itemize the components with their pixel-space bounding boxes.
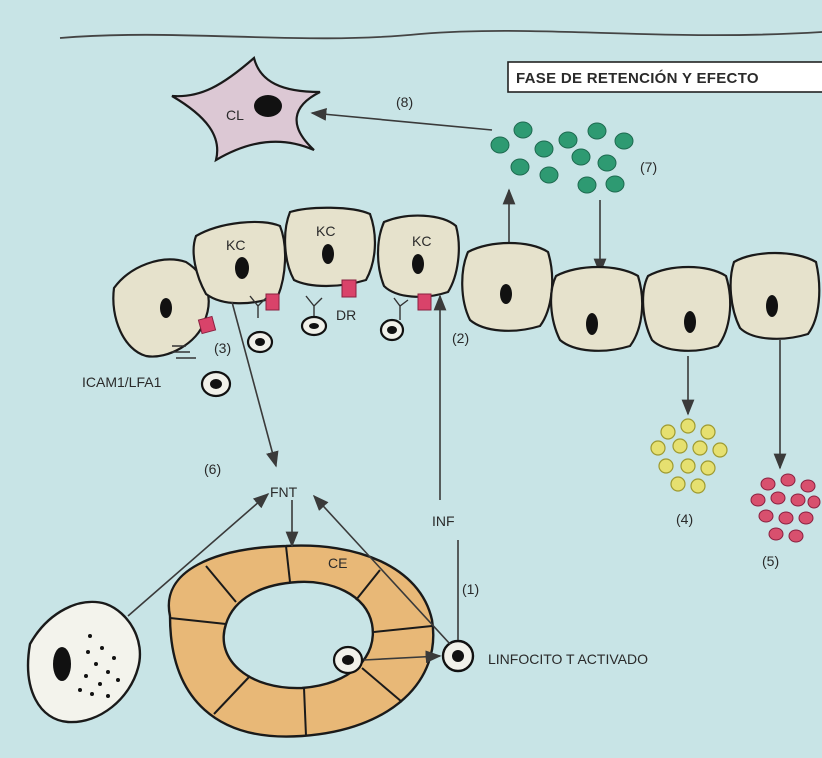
phase-title-box: FASE DE RETENCIÓN Y EFECTO <box>508 62 822 92</box>
dr-label: DR <box>336 307 356 323</box>
step-4-label: (4) <box>676 511 693 527</box>
keratinocyte <box>731 253 820 339</box>
kc-label: KC <box>226 237 245 253</box>
step-1-label: (1) <box>462 581 479 597</box>
kc-label: KC <box>316 223 335 239</box>
icam-label: ICAM1/LFA1 <box>82 374 162 390</box>
keratinocyte-kc: KC <box>194 222 285 303</box>
fnt-label: FNT <box>270 484 298 500</box>
cl-label: CL <box>226 107 244 123</box>
activated-t-lymphocyte <box>443 641 473 671</box>
cl-nucleus <box>254 95 282 117</box>
step-2-label: (2) <box>452 330 469 346</box>
inf-label: INF <box>432 513 455 529</box>
step-7-label: (7) <box>640 159 657 175</box>
step-8-label: (8) <box>396 94 413 110</box>
lumen-lymphocyte-nucleus <box>342 655 354 665</box>
keratinocyte <box>462 243 552 331</box>
ce-label: CE <box>328 555 347 571</box>
keratinocyte <box>643 267 730 351</box>
kc-label: KC <box>412 233 431 249</box>
keratinocyte-kc: KC <box>285 208 375 286</box>
phase-title: FASE DE RETENCIÓN Y EFECTO <box>516 69 759 87</box>
step-6-label: (6) <box>204 461 221 477</box>
step-3-label: (3) <box>214 340 231 356</box>
lymphocyte-label: LINFOCITO T ACTIVADO <box>488 651 648 667</box>
keratinocyte-kc: KC <box>378 216 459 297</box>
keratinocyte <box>551 267 642 351</box>
step-5-label: (5) <box>762 553 779 569</box>
